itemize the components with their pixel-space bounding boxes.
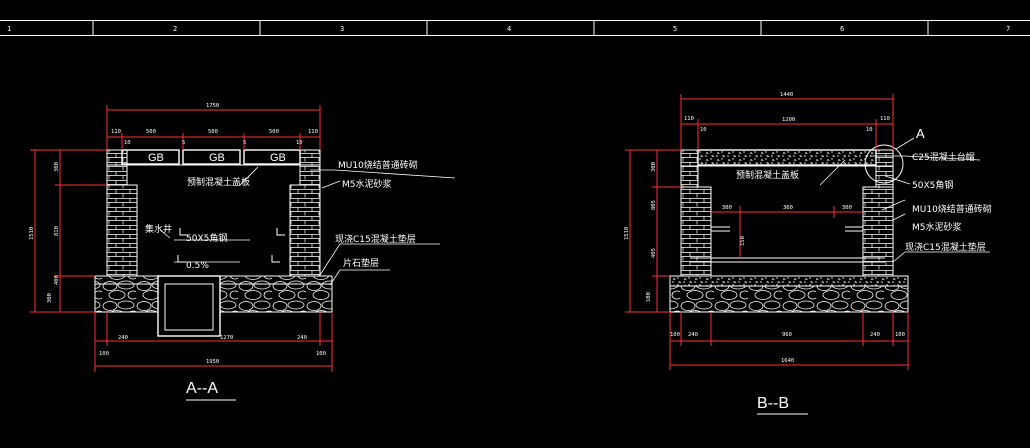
ruler-col-3: 3	[340, 25, 344, 33]
dim-aa-bottom-3: 240	[297, 335, 307, 341]
ruler-col-2: 2	[173, 25, 177, 33]
dim-bb-inner-2: 360	[783, 205, 793, 211]
dim-bb-inner-3: 300	[842, 205, 852, 211]
label-aa-slab: 预制混凝土盖板	[187, 176, 250, 188]
dim-bb-inner-v: 150	[740, 236, 746, 246]
section-a-a: GB GB GB	[29, 103, 456, 401]
dim-bb-bottom-2: 240	[688, 332, 698, 338]
dim-bb-left-1: 300	[651, 162, 657, 172]
label-aa-mortar: M5水泥砂浆	[342, 178, 392, 190]
dim-aa-left-total: 1510	[29, 227, 35, 240]
concrete-bed-bb	[669, 275, 909, 287]
label-bb-curb: C25混凝土台帽	[912, 151, 975, 163]
ruler-col-7: 7	[1006, 25, 1010, 33]
label-bb-slab: 预制混凝土盖板	[736, 169, 799, 181]
label-aa-concrete: 现浇C15混凝土垫层	[335, 233, 416, 245]
dim-aa-left-1: 300	[54, 162, 60, 172]
dim-aa-left-bottom: 300	[47, 293, 53, 303]
slab-label-3: GB	[270, 152, 286, 164]
dim-bb-top-2: 1200	[782, 117, 795, 123]
ruler-col-1: 1	[7, 25, 11, 33]
dim-aa-top-4: 500	[208, 129, 218, 135]
dim-bb-left-3: 405	[651, 248, 657, 258]
label-bb-mortar: M5水泥砂浆	[912, 221, 962, 233]
callout-a: A	[916, 126, 925, 141]
ruler-col-5: 5	[673, 25, 677, 33]
label-bb-brick: MU10烧结普通砖砌	[912, 203, 992, 215]
label-aa-angle: 50X5角钢	[186, 232, 227, 244]
dim-aa-top-2: 500	[146, 129, 156, 135]
title-section-b-b: B--B	[757, 395, 789, 412]
label-bb-angle: 50X5角钢	[912, 179, 953, 191]
dim-aa-top-7: 110	[308, 129, 318, 135]
section-b-b: A 1440 1	[624, 92, 992, 415]
dim-bb-top-1: 110	[684, 116, 694, 122]
dim-bb-bottom-3: 960	[782, 332, 792, 338]
dim-bb-left-bottom: 100	[646, 292, 652, 302]
label-aa-gravel: 片石垫层	[343, 257, 379, 269]
dim-bb-left-total: 1510	[624, 227, 630, 240]
slab-label-2: GB	[209, 152, 225, 164]
detail-callout-circle	[864, 144, 904, 184]
ruler-col-6: 6	[840, 25, 844, 33]
slab-label-1: GB	[148, 152, 164, 164]
cover-slab-bb	[697, 149, 877, 166]
dim-bb-overall-top: 1440	[780, 92, 793, 98]
dim-bb-bottom-total: 1640	[781, 358, 794, 364]
label-aa-brick: MU10烧结普通砖砌	[338, 159, 418, 171]
dim-aa-top-3: 5	[182, 140, 185, 146]
dim-aa-edge-2: 100	[316, 351, 326, 357]
label-aa-slope: 0.5%	[186, 261, 209, 271]
brick-wall-left-bb	[680, 186, 712, 277]
slab-1-aa	[121, 149, 180, 165]
label-bb-concrete: 现浇C15混凝土垫层	[905, 241, 986, 253]
dim-aa-top-6: 500	[269, 129, 279, 135]
dim-aa-left-2: 810	[54, 226, 60, 236]
slab-2-aa	[182, 149, 241, 165]
slab-3-aa	[243, 149, 301, 165]
dim-aa-bottom-total: 1950	[206, 359, 219, 365]
dim-bb-top-3: 110	[880, 116, 890, 122]
dim-aa-bottom-1: 240	[118, 335, 128, 341]
dim-bb-inner-1: 300	[722, 205, 732, 211]
dim-aa-overall-top: 1750	[206, 103, 219, 109]
title-section-a-a: A--A	[186, 380, 218, 397]
dim-aa-tiny-2: 10	[296, 140, 303, 146]
dim-bb-tiny-1: 10	[700, 127, 707, 133]
sump-pit-aa	[157, 275, 221, 337]
title-ruler: 1 2 3 4 5 6 7	[0, 20, 1030, 36]
dim-aa-edge-1: 100	[99, 351, 109, 357]
dim-bb-tiny-2: 10	[866, 127, 873, 133]
brick-wall-right-bb	[862, 186, 894, 277]
dim-bb-bottom-4: 240	[870, 332, 880, 338]
dim-bb-left-2: 805	[651, 200, 657, 210]
dim-aa-bottom-2: 1270	[220, 335, 233, 341]
brick-wall-right-aa	[289, 184, 321, 277]
dim-aa-top-1: 110	[111, 129, 121, 135]
ruler-col-4: 4	[507, 25, 511, 33]
dim-bb-bottom-1: 100	[670, 332, 680, 338]
dim-aa-tiny-1: 10	[124, 140, 131, 146]
label-aa-sump: 集水井	[145, 223, 172, 235]
dim-aa-top-5: 5	[243, 140, 246, 146]
brick-wall-left-aa	[106, 184, 138, 277]
dim-bb-bottom-5: 100	[895, 332, 905, 338]
dim-aa-left-3: 400	[54, 275, 60, 285]
